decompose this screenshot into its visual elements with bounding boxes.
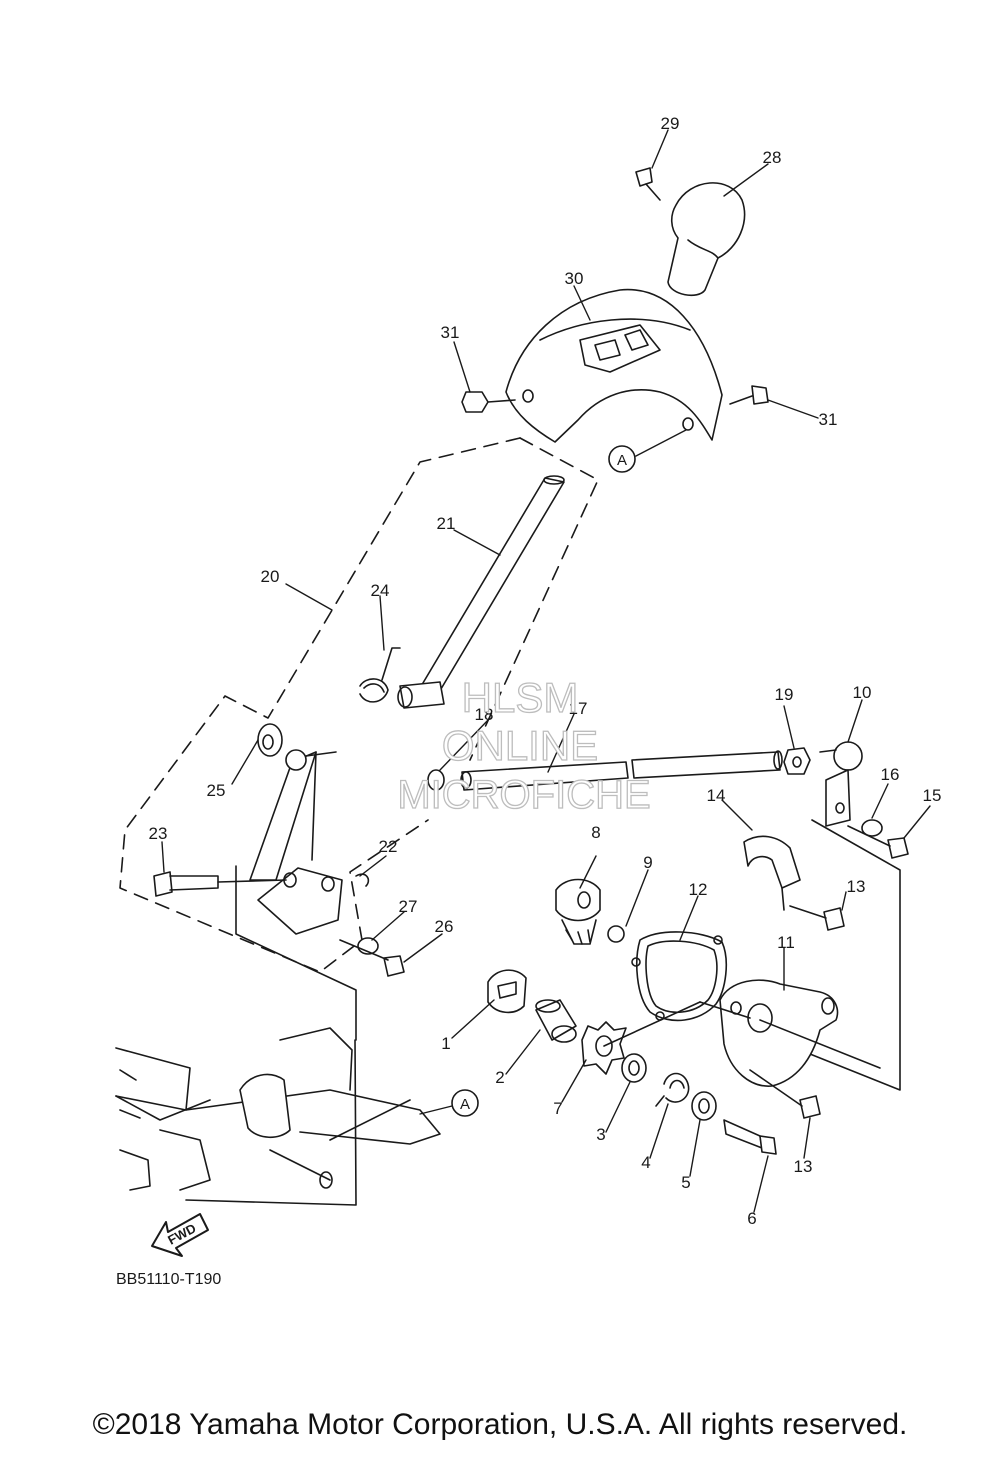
guide-line-gear [603, 1001, 701, 1047]
rod-17 [460, 750, 783, 791]
label-11: 11 [777, 933, 795, 952]
label-6: 6 [747, 1209, 756, 1228]
reference-letter-a-lower: A [460, 1096, 470, 1113]
label-30: 30 [565, 269, 584, 288]
drawing-code: BB51110-T190 [116, 1271, 221, 1288]
label-22: 22 [379, 837, 398, 856]
label-25: 25 [207, 781, 226, 800]
clip-22 [355, 873, 370, 887]
label-28: 28 [763, 148, 782, 167]
label-15: 15 [923, 786, 942, 805]
cover-11 [699, 979, 839, 1087]
bolt-13-lower [749, 1069, 821, 1119]
label-31-right: 31 [819, 410, 838, 429]
label-8: 8 [591, 823, 600, 842]
reference-marker-a-lower [451, 1089, 479, 1117]
nut-19 [783, 747, 811, 775]
label-14: 14 [707, 786, 726, 805]
bolt-31-right [729, 385, 769, 405]
gasket-12 [631, 931, 728, 1022]
rod-end-10 [819, 741, 863, 827]
label-2: 2 [495, 1068, 504, 1087]
label-29: 29 [661, 114, 680, 133]
reference-marker-a-upper [608, 445, 636, 473]
watermark-line-3: MICROFICHE [397, 773, 650, 817]
bolt-26 [339, 939, 405, 977]
chassis-frame [115, 1027, 441, 1206]
label-31-left: 31 [441, 323, 460, 342]
shift-gate-cover-30 [505, 288, 723, 443]
shift-bracket [249, 751, 343, 935]
guide-line-cover [759, 1019, 881, 1069]
label-17: 17 [569, 699, 588, 718]
label-3: 3 [596, 1125, 605, 1144]
label-24: 24 [371, 581, 390, 600]
label-21: 21 [437, 514, 456, 533]
gear-7 [581, 1021, 627, 1075]
label-12: 12 [689, 880, 708, 899]
collar-2 [535, 999, 577, 1043]
watermark-line-1: HLSM [462, 674, 579, 721]
assembly-20-outline-right [469, 437, 599, 761]
label-19: 19 [775, 685, 794, 704]
washer-3 [621, 1053, 647, 1083]
bolt-31-left [461, 391, 516, 413]
label-16: 16 [881, 765, 900, 784]
label-13-upper: 13 [847, 877, 866, 896]
stud [285, 749, 337, 771]
watermark-line-2: ONLINE [442, 722, 598, 769]
bushing-25 [257, 723, 283, 757]
label-7: 7 [553, 1099, 562, 1118]
bolt-6 [723, 1119, 777, 1155]
part-labels: 1 2 3 4 5 6 7 8 9 10 11 12 13 13 14 15 1… [149, 114, 942, 1228]
assembly-20-outline [119, 437, 521, 973]
shift-lever-21 [397, 475, 565, 709]
spring-24 [359, 647, 401, 703]
label-1: 1 [441, 1034, 450, 1053]
washer-16 [861, 819, 883, 837]
label-18: 18 [475, 705, 494, 724]
label-27: 27 [399, 897, 418, 916]
label-5: 5 [681, 1173, 690, 1192]
o-ring-9 [607, 925, 625, 943]
screw-29 [635, 167, 661, 201]
shift-cam-8 [555, 878, 601, 945]
washer-5 [691, 1091, 717, 1121]
guide-line-10 [799, 819, 901, 1091]
copyright-notice: ©2018 Yamaha Motor Corporation, U.S.A. A… [92, 1408, 908, 1441]
shift-knob-28 [667, 182, 746, 297]
leader-lines [161, 129, 931, 1213]
guide-line-frame [235, 865, 357, 1041]
reference-letters: A A [460, 452, 627, 1113]
bolt-13-upper [789, 905, 845, 931]
label-23: 23 [149, 824, 168, 843]
nut-18 [427, 769, 445, 791]
bolt-15 [847, 825, 909, 859]
label-10: 10 [853, 683, 872, 702]
reference-letter-a-upper: A [617, 452, 627, 469]
bolt-23 [153, 871, 287, 897]
label-26: 26 [435, 917, 454, 936]
label-9: 9 [643, 853, 652, 872]
bracket-14 [743, 835, 801, 911]
label-4: 4 [641, 1153, 650, 1172]
label-20: 20 [261, 567, 280, 586]
spring-4 [655, 1072, 690, 1107]
watermark: HLSM ONLINE MICROFICHE [397, 673, 652, 817]
part-1 [487, 969, 527, 1014]
fwd-arrow-icon [151, 1213, 209, 1257]
label-13-lower: 13 [794, 1157, 813, 1176]
